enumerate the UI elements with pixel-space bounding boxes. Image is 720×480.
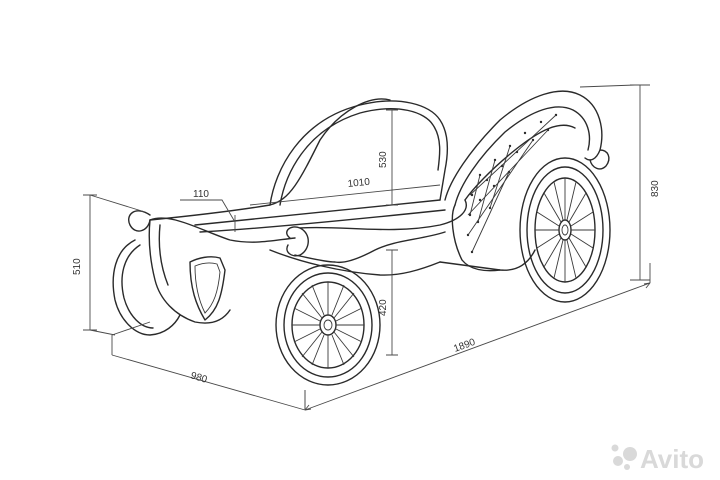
dimension-lines	[83, 84, 651, 411]
avito-watermark-text: Avito	[640, 444, 704, 474]
avito-watermark: Avito	[611, 444, 704, 474]
mattress-height-label: 420	[378, 299, 389, 316]
avito-logo-icon	[613, 456, 623, 466]
mattress-depth-label: 110	[193, 189, 209, 200]
headboard-height-label: 530	[378, 151, 389, 168]
rear-wheel	[519, 157, 611, 303]
side-height-label: 510	[72, 258, 83, 275]
overall-height-label: 830	[650, 180, 661, 197]
dimension-labels: 1890 980 830 510 420 530 1010 110	[72, 151, 661, 386]
length-label: 1890	[452, 337, 477, 355]
carriage-body	[112, 90, 610, 336]
front-wheel	[275, 264, 381, 386]
width-label: 980	[189, 370, 209, 386]
quilted-tufting	[466, 113, 558, 254]
mattress-length-label: 1010	[347, 177, 371, 190]
